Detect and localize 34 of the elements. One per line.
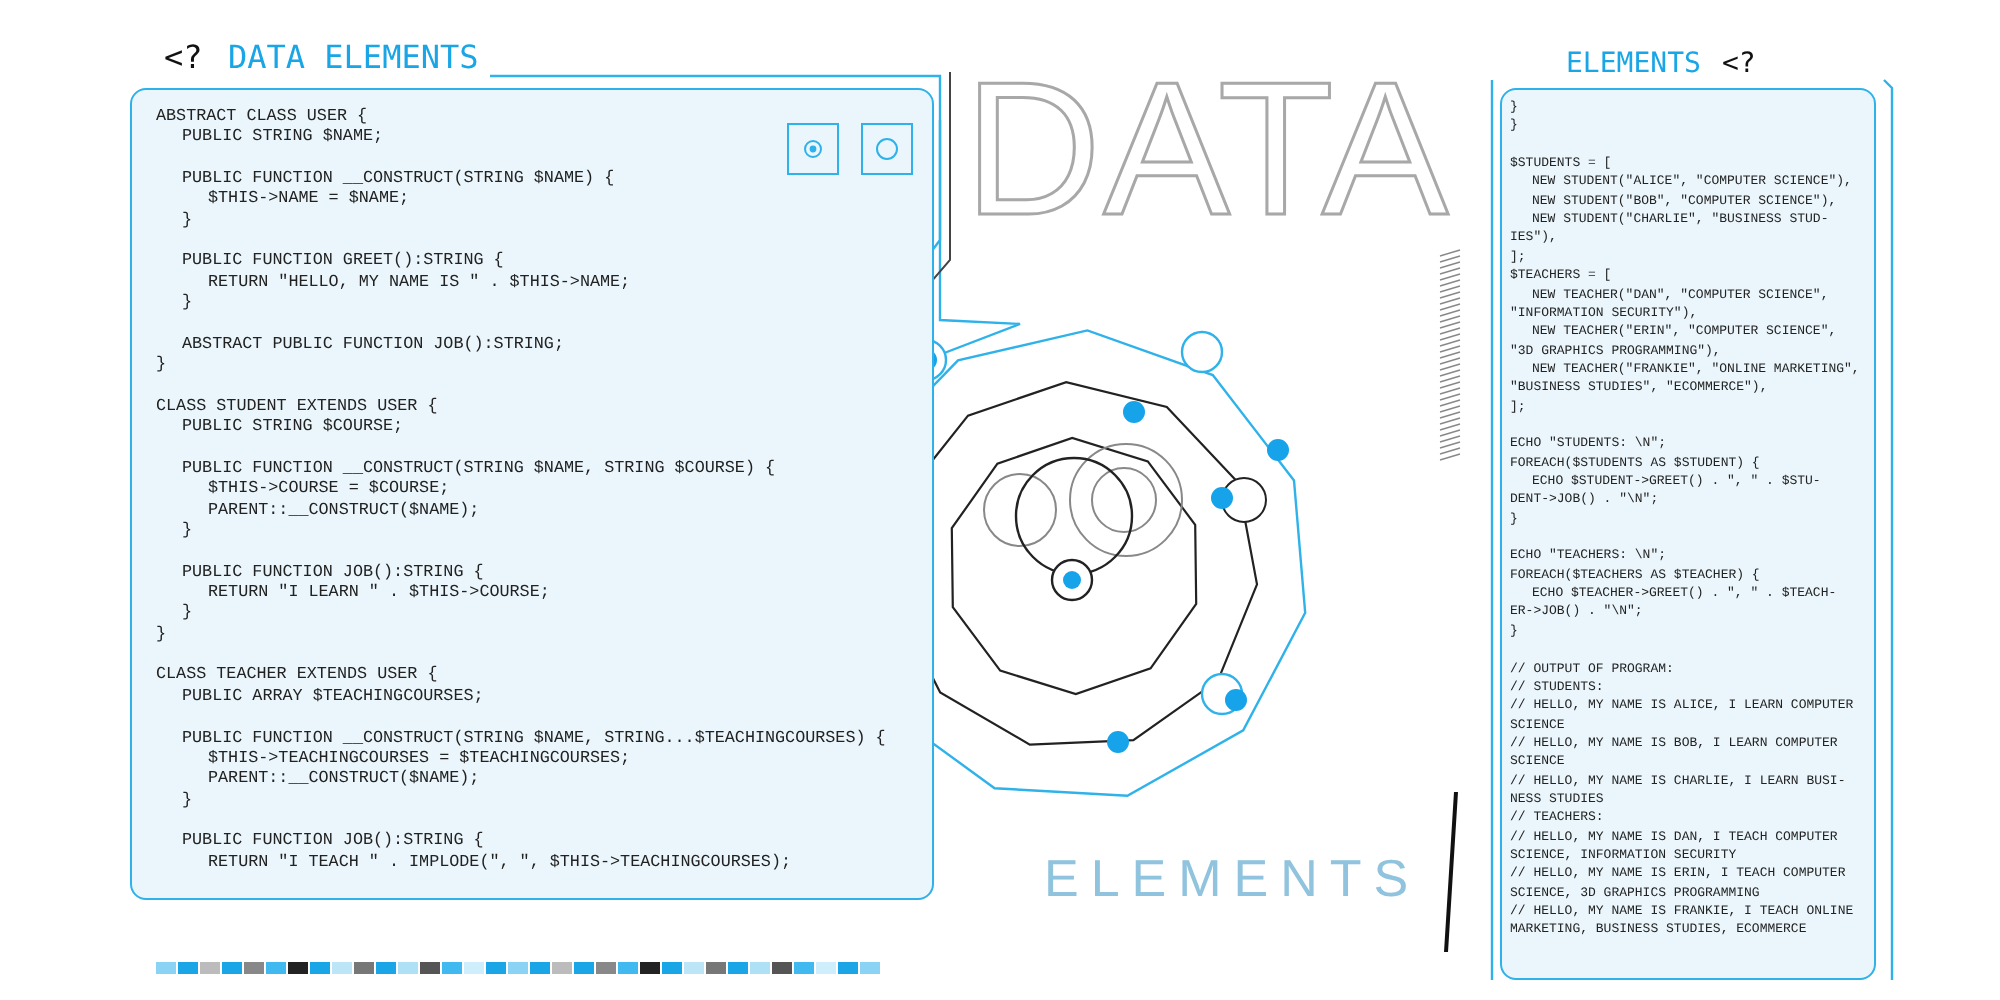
code-line: PUBLIC ARRAY $TEACHINGCOURSES; [182,687,484,705]
code-line: PUBLIC FUNCTION __CONSTRUCT(STRING $NAME) { [182,170,615,187]
panel-title: DATA ELEMENTS [228,42,479,74]
faint-title: ELEMENTS [1044,852,1421,904]
tag-symbol: <? [164,42,203,74]
code-line: } [182,211,193,229]
code-line: PUBLIC STRING $NAME; [182,128,384,146]
code-line: } [156,356,167,374]
code-line: PARENT::__CONSTRUCT($NAME); [208,770,480,788]
code-line: $THIS->COURSE = $COURSE; [208,480,450,498]
code-line: } [182,294,193,312]
code-line: PUBLIC FUNCTION __CONSTRUCT(STRING $NAME, STRING...$TEACHINGCOURSES) { [182,729,886,746]
code-line: RETURN "HELLO, MY NAME IS " . $THIS->NAME; [208,273,631,291]
code-line: PUBLIC FUNCTION JOB():STRING { [182,832,484,850]
code-line: PUBLIC FUNCTION JOB():STRING { [182,563,484,581]
code-line: CLASS TEACHER EXTENDS USER { [156,666,438,684]
code-line: RETURN "I LEARN " . $THIS->COURSE; [208,584,550,601]
code-line: } [182,522,193,539]
code-line: ABSTRACT CLASS USER { [156,108,368,125]
code-line: PARENT::__CONSTRUCT($NAME); [208,501,480,519]
code-line: } [156,625,167,643]
code-line: PUBLIC FUNCTION __CONSTRUCT(STRING $NAME, STRING $COURSE) { [182,459,776,477]
code-line: $THIS->NAME = $NAME; [208,190,410,208]
code-line: } [182,604,193,622]
code-line: $THIS->TEACHINGCOURSES = $TEACHINGCOURSES; [208,749,631,767]
code-line: PUBLIC FUNCTION GREET():STRING { [182,252,504,270]
code-line: ABSTRACT PUBLIC FUNCTION JOB():STRING; [182,335,564,353]
outline-title: DATA [964,56,1451,246]
code-line: CLASS STUDENT EXTENDS USER { [156,397,438,415]
tag-symbol: <? [1722,50,1756,78]
code-line: RETURN "I TEACH " . IMPLODE(", ", $THIS->TEACHINGCOURSES); [208,853,791,870]
code-line: } [182,791,193,808]
panel-title: ELEMENTS [1566,50,1701,78]
code-line: PUBLIC STRING $COURSE; [182,418,404,436]
